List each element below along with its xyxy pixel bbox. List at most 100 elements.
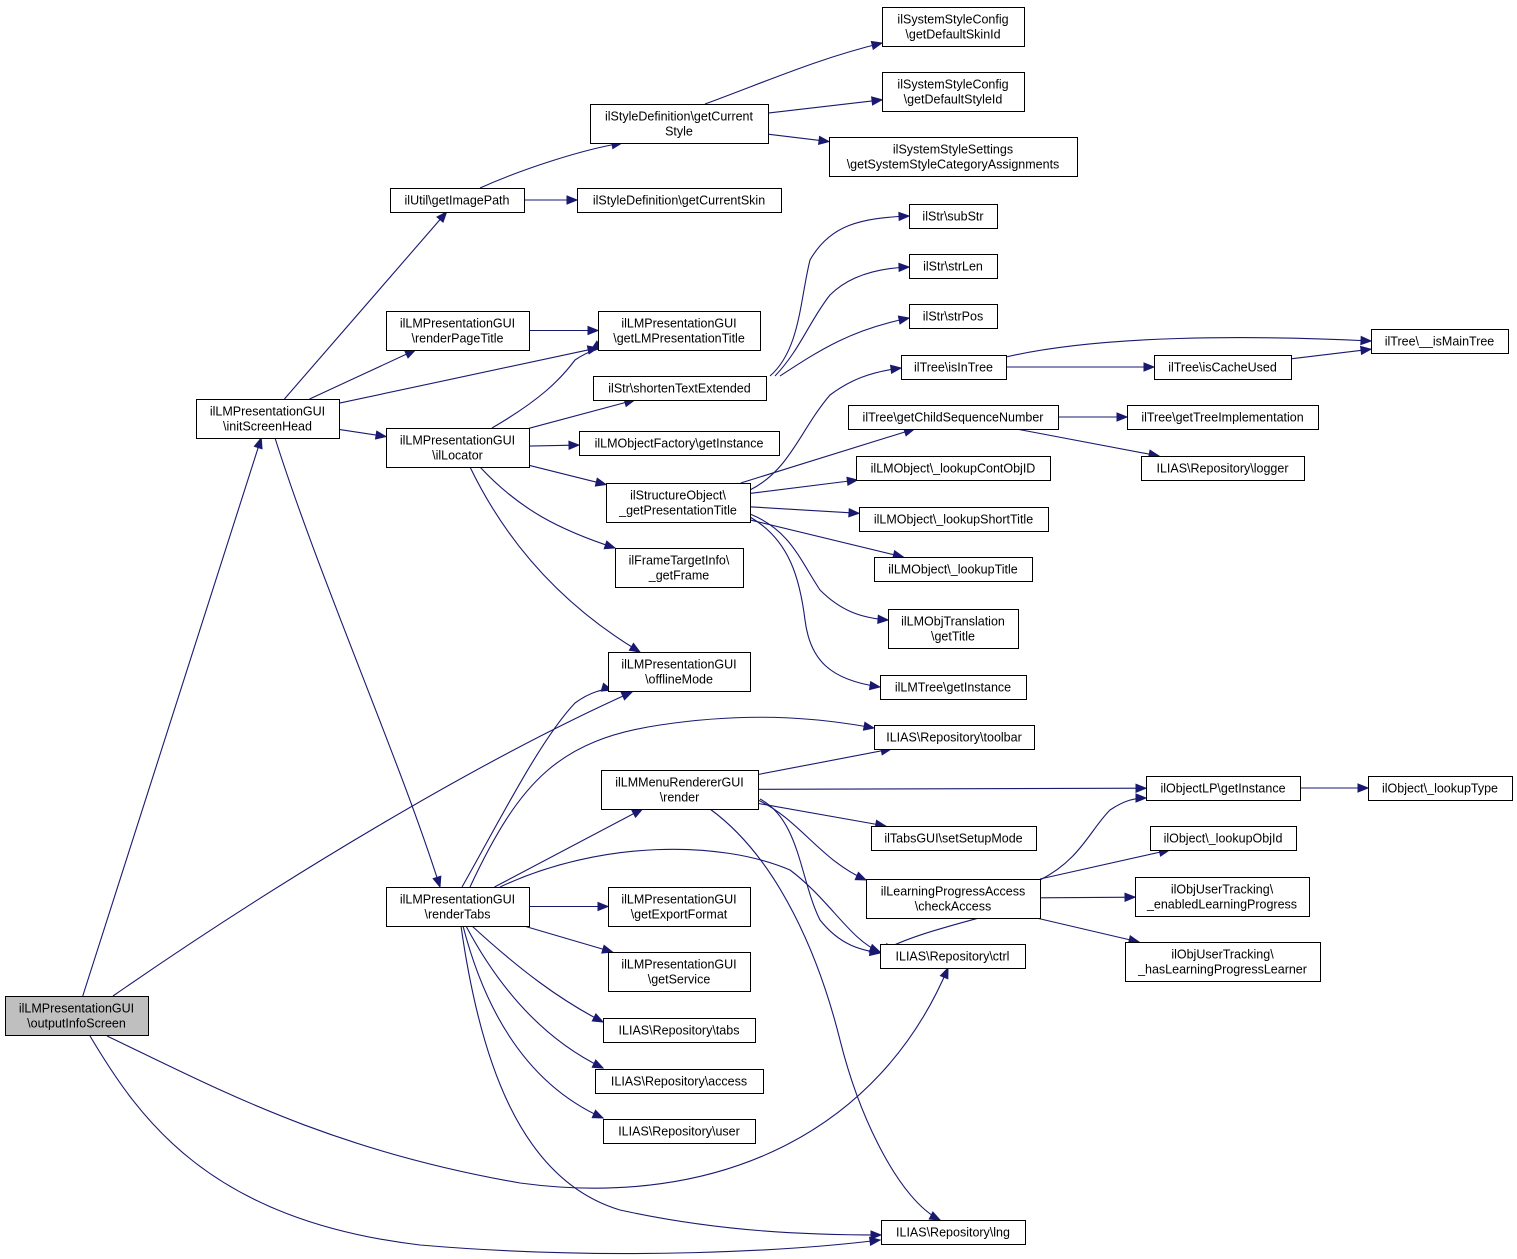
edge-ilLocator-to-getPresentationTitle: [528, 464, 608, 487]
node-getFrame[interactable]: ilFrameTargetInfo\_getFrame: [615, 548, 744, 588]
node-label: ilTree\isCacheUsed: [1168, 361, 1277, 375]
node-tabs[interactable]: ILIAS\Repository\tabs: [603, 1018, 756, 1043]
node-getDefaultStyleId[interactable]: ilSystemStyleConfig\getDefaultStyleId: [882, 72, 1025, 112]
node-strLen[interactable]: ilStr\strLen: [909, 254, 998, 279]
edge-isInTree-to-isCacheUsed: [1006, 362, 1156, 372]
edge-checkAccess-to-objectLPGetInstance: [1039, 793, 1148, 881]
node-label: Style: [665, 125, 693, 139]
node-ctrl[interactable]: ILIAS\Repository\ctrl: [880, 944, 1026, 969]
node-isCacheUsed[interactable]: ilTree\isCacheUsed: [1154, 355, 1292, 380]
node-offlineMode[interactable]: ilLMPresentationGUI\offlineMode: [608, 652, 751, 692]
node-checkAccess[interactable]: ilLearningProgressAccess\checkAccess: [866, 879, 1041, 919]
node-label: \initScreenHead: [223, 420, 312, 434]
node-lng[interactable]: ILIAS\Repository\lng: [881, 1220, 1026, 1245]
node-box: [390, 188, 525, 213]
node-objectLPGetInstance[interactable]: ilObjectLP\getInstance: [1146, 776, 1301, 801]
node-label: \getService: [648, 973, 711, 987]
node-getExportFormat[interactable]: ilLMPresentationGUI\getExportFormat: [608, 887, 751, 927]
node-user[interactable]: ILIAS\Repository\user: [603, 1119, 756, 1144]
node-box: [882, 7, 1025, 47]
node-menuRender[interactable]: ilLMMenuRendererGUI\render: [601, 770, 759, 810]
node-getLMPresentationTitle[interactable]: ilLMPresentationGUI\getLMPresentationTit…: [598, 311, 761, 351]
edge-outputInfoScreen-to-lng: [89, 1035, 882, 1255]
node-box: [603, 1119, 756, 1144]
node-label: ilLMPresentationGUI: [621, 893, 736, 907]
node-renderPageTitle[interactable]: ilLMPresentationGUI\renderPageTitle: [386, 311, 530, 351]
node-getService[interactable]: ilLMPresentationGUI\getService: [608, 952, 751, 992]
node-label: ilLMPresentationGUI: [19, 1002, 134, 1016]
node-label: _hasLearningProgressLearner: [1137, 963, 1307, 977]
node-box: [880, 675, 1027, 700]
node-enabledLearningProgress[interactable]: ilObjUserTracking\_enabledLearningProgre…: [1135, 877, 1310, 917]
node-getDefaultSkinId[interactable]: ilSystemStyleConfig\getDefaultSkinId: [882, 7, 1025, 47]
node-box: [608, 952, 751, 992]
node-label: ilLMObjTranslation: [901, 615, 1005, 629]
node-label: ilLMPresentationGUI: [400, 893, 515, 907]
node-getTreeImplementation[interactable]: ilTree\getTreeImplementation: [1127, 405, 1319, 430]
node-getTitle[interactable]: ilLMObjTranslation\getTitle: [888, 609, 1019, 649]
node-getCurrentSkin[interactable]: ilStyleDefinition\getCurrentSkin: [577, 188, 782, 213]
node-lmTreeGetInstance[interactable]: ilLMTree\getInstance: [880, 675, 1027, 700]
node-logger[interactable]: ILIAS\Repository\logger: [1141, 456, 1305, 481]
edge-outputInfoScreen-to-ctrl: [106, 966, 949, 1189]
node-label: ilLMPresentationGUI: [210, 405, 325, 419]
edge-ilLocator-to-getLMPresentationTitle: [491, 340, 605, 429]
node-label: ILIAS\Repository\ctrl: [896, 950, 1010, 964]
edge-menuRender-to-setSetupMode: [757, 802, 888, 829]
node-box: [881, 1220, 1026, 1245]
node-lookupObjId[interactable]: ilObject\_lookupObjId: [1150, 826, 1297, 851]
node-getImagePath[interactable]: ilUtil\getImagePath: [390, 188, 525, 213]
node-lookupShortTitle[interactable]: ilLMObject\_lookupShortTitle: [859, 507, 1049, 532]
node-box: [593, 376, 767, 401]
edge-isCacheUsed-to-isMainTree: [1290, 345, 1373, 360]
node-hasLearningProgressLearner[interactable]: ilObjUserTracking\_hasLearningProgressLe…: [1125, 942, 1321, 982]
node-label: ilStr\strLen: [923, 260, 983, 274]
node-getPresentationTitle[interactable]: ilStructureObject\_getPresentationTitle: [606, 483, 751, 523]
node-label: ilLMObject\_lookupContObjID: [871, 462, 1036, 476]
edge-initScreenHead-to-renderPageTitle: [309, 349, 417, 400]
node-box: [859, 507, 1049, 532]
edge-menuRender-to-checkAccess: [757, 799, 868, 881]
node-initScreenHead[interactable]: ilLMPresentationGUI\initScreenHead: [196, 399, 340, 439]
node-outputInfoScreen[interactable]: ilLMPresentationGUI\outputInfoScreen: [5, 996, 149, 1036]
edge-menuRender-to-toolbar: [757, 746, 893, 776]
node-isInTree[interactable]: ilTree\isInTree: [901, 355, 1007, 380]
edge-outputInfoScreen-to-initScreenHead: [82, 436, 263, 997]
node-strPos[interactable]: ilStr\strPos: [909, 304, 998, 329]
node-lookupType[interactable]: ilObject\_lookupType: [1368, 776, 1513, 801]
node-label: ilLMObjectFactory\getInstance: [595, 437, 764, 451]
node-label: ilSystemStyleConfig: [897, 13, 1008, 27]
node-label: ilSystemStyleConfig: [897, 78, 1008, 92]
node-toolbar[interactable]: ILIAS\Repository\toolbar: [874, 725, 1035, 750]
edge-objectLPGetInstance-to-lookupType: [1300, 783, 1370, 793]
node-label: \getTitle: [931, 630, 975, 644]
node-lmObjFactoryGetInstance[interactable]: ilLMObjectFactory\getInstance: [579, 431, 780, 456]
node-shortenTextExtended[interactable]: ilStr\shortenTextExtended: [593, 376, 767, 401]
edge-getImagePath-to-getCurrentSkin: [524, 195, 579, 205]
node-label: \getDefaultStyleId: [904, 93, 1003, 107]
node-box: [603, 1018, 756, 1043]
node-box: [196, 399, 340, 439]
node-subStr[interactable]: ilStr\subStr: [909, 204, 998, 229]
node-box: [909, 304, 998, 329]
node-lookupTitle[interactable]: ilLMObject\_lookupTitle: [874, 557, 1033, 582]
node-label: ilStructureObject\: [630, 489, 726, 503]
node-lookupContObjID[interactable]: ilLMObject\_lookupContObjID: [856, 456, 1051, 481]
node-getChildSequenceNumber[interactable]: ilTree\getChildSequenceNumber: [848, 405, 1059, 430]
node-access[interactable]: ILIAS\Repository\access: [595, 1069, 764, 1094]
node-box: [5, 996, 149, 1036]
node-label: ilUtil\getImagePath: [405, 194, 510, 208]
node-label: ilLMMenuRendererGUI: [615, 776, 744, 790]
node-getSystemStyleCategoryAssignments[interactable]: ilSystemStyleSettings\getSystemStyleCate…: [829, 137, 1078, 177]
node-ilLocator[interactable]: ilLMPresentationGUI\ilLocator: [386, 428, 530, 468]
node-box: [386, 428, 530, 468]
edge-renderPageTitle-to-getLMPresentationTitle: [529, 325, 600, 336]
node-isMainTree[interactable]: ilTree\__isMainTree: [1371, 329, 1509, 354]
node-label: ilLMPresentationGUI: [621, 958, 736, 972]
node-label: ilLearningProgressAccess: [881, 885, 1026, 899]
node-label: ILIAS\Repository\logger: [1156, 462, 1288, 476]
node-setSetupMode[interactable]: ilTabsGUI\setSetupMode: [871, 826, 1037, 851]
node-renderTabs[interactable]: ilLMPresentationGUI\renderTabs: [386, 887, 530, 927]
